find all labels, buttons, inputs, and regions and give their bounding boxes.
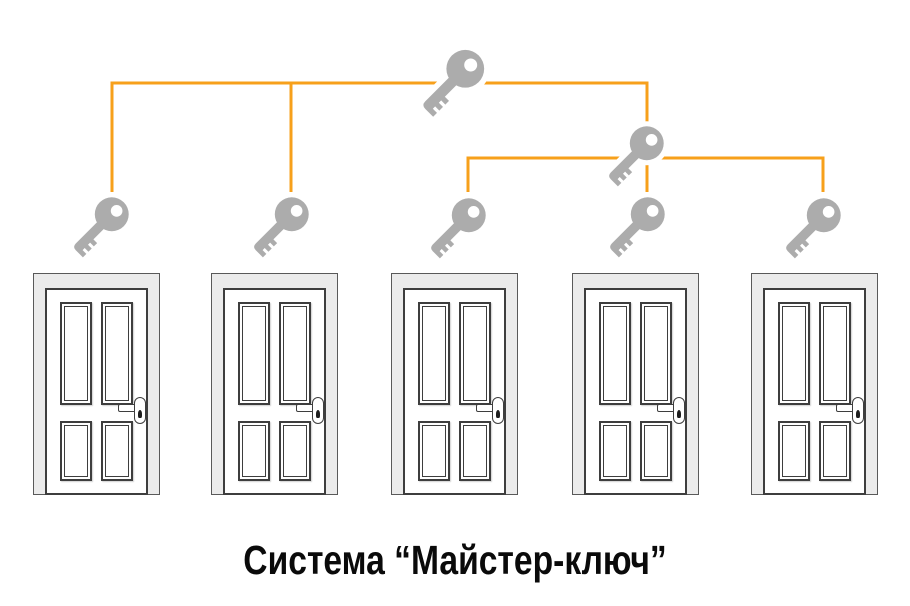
key-5-icon <box>775 193 845 265</box>
keyhole-icon <box>316 410 320 418</box>
door-2 <box>211 273 338 495</box>
key-2-icon <box>243 192 313 264</box>
connector-line <box>110 81 649 192</box>
key-4-icon <box>599 192 669 264</box>
door-leaf <box>223 288 326 495</box>
door-lock-escutcheon <box>492 397 504 424</box>
door-leaf <box>45 288 148 495</box>
door-panel-top-left <box>778 302 810 405</box>
door-panel-bottom-right <box>101 421 133 481</box>
door-panel-top-left <box>599 302 631 405</box>
door-panel-top-right <box>640 302 672 405</box>
door-leaf <box>763 288 866 495</box>
door-panel-top-right <box>279 302 311 405</box>
door-panel-top-right <box>101 302 133 405</box>
key-3-icon <box>420 193 490 265</box>
keyhole-icon <box>496 410 500 418</box>
door-panel-bottom-right <box>819 421 851 481</box>
diagram-caption: Система “Майстер-ключ” <box>243 537 667 583</box>
door-3 <box>391 273 518 495</box>
door-panel-top-right <box>819 302 851 405</box>
door-panel-bottom-left <box>418 421 450 481</box>
door-panel-bottom-left <box>778 421 810 481</box>
keyhole-icon <box>677 410 681 418</box>
door-4 <box>572 273 699 495</box>
door-panel-bottom-right <box>279 421 311 481</box>
submaster-key-icon <box>598 121 668 193</box>
master-key-icon <box>411 44 489 124</box>
key-1-icon <box>63 192 133 264</box>
keyhole-icon <box>138 410 142 418</box>
door-leaf <box>584 288 687 495</box>
door-1 <box>33 273 160 495</box>
door-panel-top-left <box>418 302 450 405</box>
door-5 <box>751 273 878 495</box>
door-lock-escutcheon <box>312 397 324 424</box>
door-panel-bottom-left <box>60 421 92 481</box>
door-panel-bottom-right <box>640 421 672 481</box>
door-lock-escutcheon <box>852 397 864 424</box>
door-panel-top-right <box>459 302 491 405</box>
door-panel-top-left <box>60 302 92 405</box>
door-leaf <box>403 288 506 495</box>
door-panel-bottom-left <box>599 421 631 481</box>
door-lock-escutcheon <box>673 397 685 424</box>
door-lock-escutcheon <box>134 397 146 424</box>
door-panel-bottom-right <box>459 421 491 481</box>
door-panel-top-left <box>238 302 270 405</box>
keyhole-icon <box>856 410 860 418</box>
door-panel-bottom-left <box>238 421 270 481</box>
